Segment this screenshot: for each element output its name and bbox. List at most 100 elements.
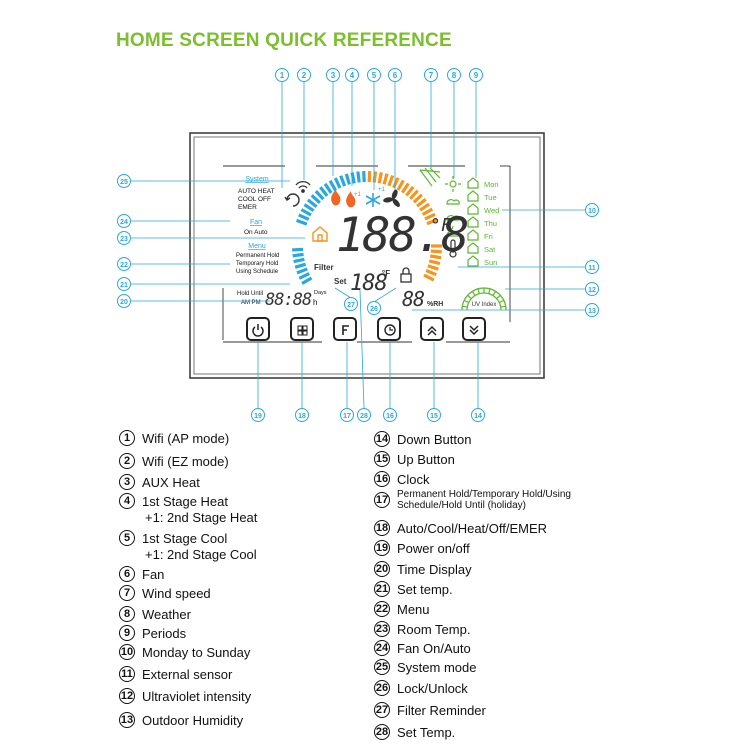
svg-text:6: 6 [393,71,398,80]
callout-25: 25 [117,174,131,188]
day-label-wed: Wed [484,206,499,215]
legend-text: Permanent Hold/Temporary Hold/Using Sche… [397,489,571,511]
svg-text:19: 19 [254,413,262,420]
callout-7: 7 [424,68,438,82]
period-icon [467,177,479,189]
filter-label: Filter [314,263,334,272]
callout-11: 11 [585,260,599,274]
legend-text: Set Temp. [397,724,456,740]
legend-number: 13 [119,712,135,728]
legend-text: Monday to Sunday [142,644,251,660]
legend-text: System mode [397,659,477,675]
legend-number: 15 [374,451,390,467]
legend-text: 1st Stage Cool [142,530,228,546]
legend-text: Outdoor Humidity [142,712,244,728]
svg-text:18: 18 [298,413,306,420]
callout-2: 2 [297,68,311,82]
callout-4: 4 [345,68,359,82]
legend-text: Filter Reminder [397,702,486,718]
callout-28: 28 [357,408,371,422]
system-mode-2: COOL OFF [238,196,271,203]
legend-text: Up Button [397,451,455,467]
svg-text:4: 4 [350,71,355,80]
room-temp-digits: 188.8 [336,208,467,263]
legend-number: 27 [374,702,390,718]
mode-button[interactable] [290,317,314,341]
svg-text:14: 14 [474,413,482,420]
legend-number: 11 [119,666,135,682]
uv-gauge [461,287,507,311]
svg-text:21: 21 [120,282,128,289]
legend-number: 4 [119,493,135,509]
legend-number: 25 [374,659,390,675]
clock-button[interactable] [377,317,401,341]
svg-text:20: 20 [120,299,128,306]
callout-12: 12 [585,282,599,296]
legend-number: 2 [119,453,135,469]
svg-text:10: 10 [588,208,596,215]
period-icon [467,255,479,267]
am-pm-label: AM PM [241,300,261,306]
legend-item-27: 27 Filter Reminder [374,700,486,720]
legend-number: 8 [119,606,135,622]
system-mode-3: EMER [238,204,257,211]
svg-text:16: 16 [386,413,394,420]
svg-text:3: 3 [331,71,336,80]
room-temp-unit: °F [430,215,453,236]
weather-icons [445,176,461,237]
legend-text: Lock/Unlock [397,680,468,696]
svg-text:2: 2 [302,71,307,80]
heat-flame-icon [331,189,341,206]
set-label: Set [334,277,347,286]
svg-text:8: 8 [452,71,457,80]
callout-13: 13 [585,303,599,317]
legend-item-26: 26 Lock/Unlock [374,678,468,698]
period-icons [467,177,479,267]
callout-14: 14 [471,408,485,422]
svg-text:24: 24 [120,219,128,226]
legend-text: Clock [397,471,430,487]
legend-number: 26 [374,680,390,696]
menu-item-3: Using Schedule [236,269,279,275]
page-title: HOME SCREEN QUICK REFERENCE [116,30,452,51]
legend-subtext-5: +1: 2nd Stage Cool [145,547,257,562]
house-icon [312,226,328,242]
svg-text:13: 13 [588,308,596,315]
hold-button[interactable] [333,317,357,341]
callout-10: 10 [585,203,599,217]
heat-flame-2-icon [346,191,356,208]
period-icon [467,229,479,241]
up-button[interactable] [420,317,444,341]
hours-label: h [313,298,317,307]
svg-text:27: 27 [347,302,355,309]
svg-text:5: 5 [372,71,377,80]
day-label-sun: Sun [484,258,497,267]
legend-text: Time Display [397,561,472,577]
legend-item-4: 4 1st Stage Heat [119,491,228,511]
legend-text: Room Temp. [397,621,471,637]
lock-icon [400,267,412,283]
legend-text: 1st Stage Heat [142,493,228,509]
legend-text: Periods [142,625,187,641]
power-button[interactable] [246,317,270,341]
legend-text: Wifi (AP mode) [142,430,230,446]
day-label-thu: Thu [484,219,497,228]
callout-17: 17 [340,408,354,422]
down-button[interactable] [462,317,486,341]
svg-text:17: 17 [343,413,351,420]
legend-number: 19 [374,540,390,556]
legend-item-15: 15 Up Button [374,449,455,469]
callout-26: 26 [367,301,381,315]
legend-item-13: 13 Outdoor Humidity [119,710,243,730]
